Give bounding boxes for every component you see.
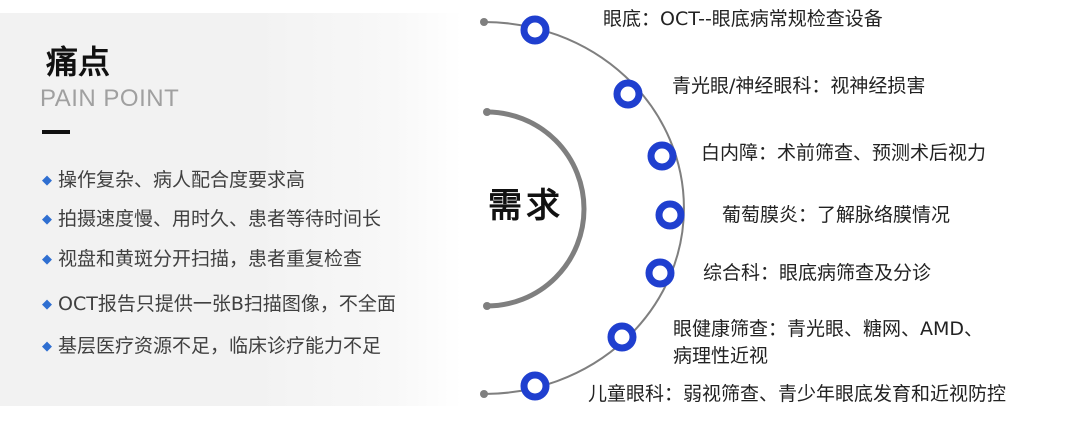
demand-item-continued: 病理性近视 <box>673 345 769 367</box>
pain-point-item: ◆ 拍摄速度慢、用时久、患者等待时间长 <box>42 205 381 236</box>
demand-item: 综合科：眼底病筛查及分诊 <box>703 262 932 284</box>
outer-arc-end-dot <box>480 390 488 398</box>
title-underline <box>42 130 70 134</box>
pain-point-text: 视盘和黄斑分开扫描，患者重复检查 <box>58 248 363 270</box>
diamond-bullet-icon: ◆ <box>42 212 52 227</box>
demand-item: 眼健康筛查：青光眼、糖网、AMD、 <box>673 318 984 340</box>
node-icon <box>520 15 550 45</box>
pain-point-item: ◆ OCT报告只提供一张B扫描图像，不全面 <box>42 290 396 321</box>
outer-arc-start-dot <box>480 18 488 26</box>
node-icon <box>647 141 677 171</box>
diamond-bullet-icon: ◆ <box>42 339 52 354</box>
pain-point-panel <box>0 13 462 406</box>
node-icon <box>655 200 685 230</box>
pain-point-text: OCT报告只提供一张B扫描图像，不全面 <box>58 293 396 315</box>
outer-arc <box>483 21 685 395</box>
diamond-bullet-icon: ◆ <box>42 297 52 312</box>
pain-point-item: ◆ 操作复杂、病人配合度要求高 <box>42 166 305 197</box>
node-icon <box>645 258 675 288</box>
node-icon <box>613 79 643 109</box>
demand-item: 眼底：OCT--眼底病常规检查设备 <box>603 8 883 30</box>
demand-item: 白内障：术前筛查、预测术后视力 <box>701 142 987 164</box>
node-icon <box>607 322 637 352</box>
demand-item: 儿童眼科：弱视筛查、青少年眼底发育和近视防控 <box>588 383 1007 405</box>
pain-point-item: ◆ 视盘和黄斑分开扫描，患者重复检查 <box>42 245 362 276</box>
diamond-bullet-icon: ◆ <box>42 252 52 267</box>
inner-arc-start-dot <box>483 108 491 116</box>
demand-item: 葡萄膜炎：了解脉络膜情况 <box>722 204 951 226</box>
pain-point-text: 基层医疗资源不足，临床诊疗能力不足 <box>58 335 382 357</box>
inner-arc <box>486 109 587 309</box>
node-icon <box>520 371 550 401</box>
pain-point-text: 拍摄速度慢、用时久、患者等待时间长 <box>58 208 382 230</box>
pain-point-text: 操作复杂、病人配合度要求高 <box>58 169 306 191</box>
diamond-bullet-icon: ◆ <box>42 173 52 188</box>
demand-title: 需求 <box>488 186 564 226</box>
inner-arc-end-dot <box>483 302 491 310</box>
pain-point-item: ◆ 基层医疗资源不足，临床诊疗能力不足 <box>42 332 381 363</box>
pain-point-title: 痛点 <box>46 43 111 81</box>
pain-point-subtitle: PAIN POINT <box>40 85 180 112</box>
demand-item: 青光眼/神经眼科：视神经损害 <box>672 75 926 97</box>
